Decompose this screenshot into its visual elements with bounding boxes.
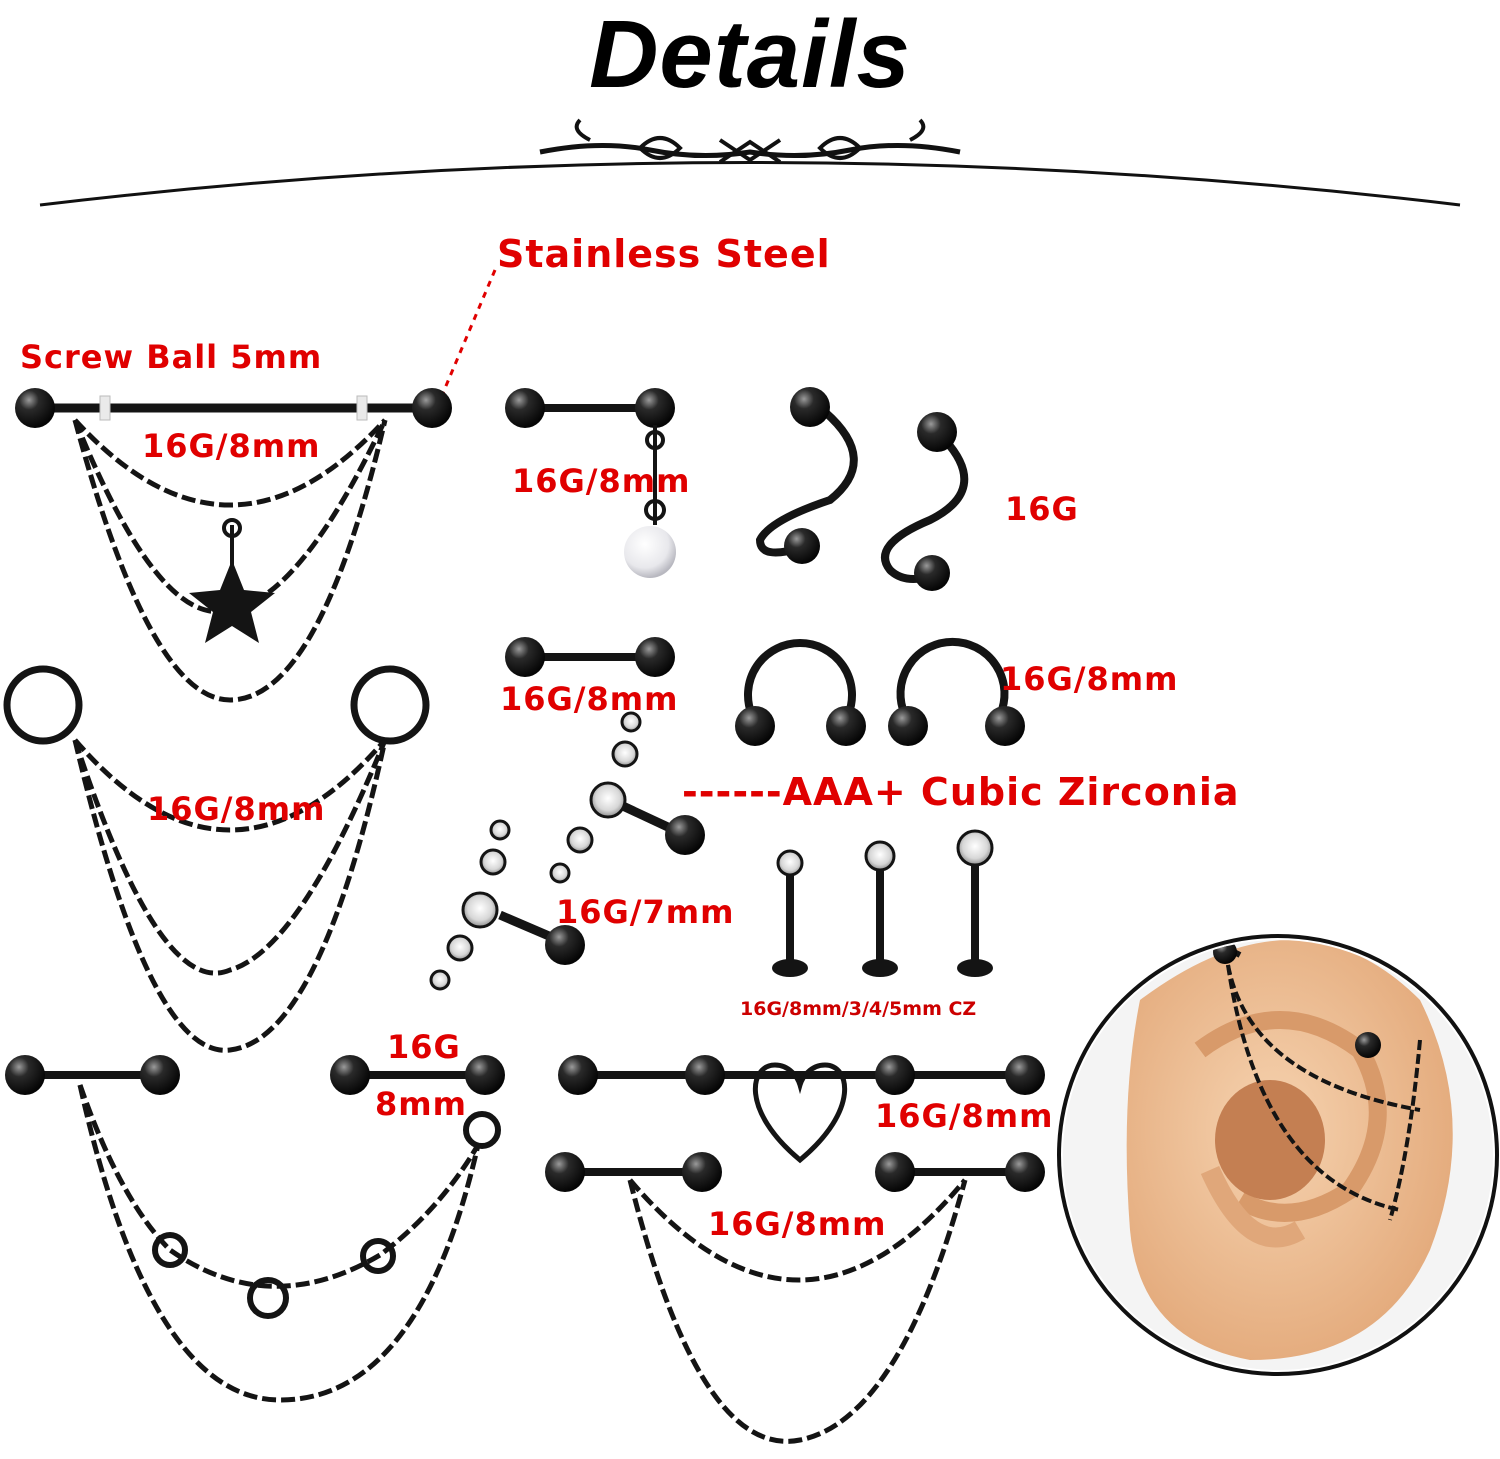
cubic-zirconia-label: ------AAA+ Cubic Zirconia xyxy=(682,770,1240,814)
screw-ball-label: Screw Ball 5mm xyxy=(20,338,323,376)
spiral-size-label: 16G xyxy=(1005,490,1079,528)
spiral-twist-pair xyxy=(755,408,969,583)
ear-model-photo xyxy=(1057,934,1499,1376)
horseshoe-pair xyxy=(744,637,1009,717)
hoop-chain-size-label: 16G/8mm xyxy=(147,790,326,828)
chain-length-label: 8mm xyxy=(375,1085,467,1123)
double-chain-barbell xyxy=(545,1152,1045,1444)
straight-barbell xyxy=(505,637,675,677)
page-title: Details xyxy=(589,1,911,108)
pearl-dangle-size-label: 16G/8mm xyxy=(512,462,691,500)
cz-labret-studs xyxy=(772,829,994,977)
material-label: Stainless Steel xyxy=(497,232,831,276)
pearl-dangle-barbell xyxy=(505,388,676,578)
labret-size-label: 16G/8mm/3/4/5mm CZ xyxy=(740,998,977,1020)
barbell-size-label: 16G/8mm xyxy=(500,680,679,718)
cz-cartilage-climbers xyxy=(429,711,705,991)
horseshoe-size-label: 16G/8mm xyxy=(1000,660,1179,698)
chain-gauge-label: 16G xyxy=(387,1028,461,1066)
industrial-star-size-label: 16G/8mm xyxy=(142,427,321,465)
cz-cartilage-size-label: 16G/7mm xyxy=(556,893,735,931)
double-chain-size-label: 16G/8mm xyxy=(708,1205,887,1243)
heart-barbell xyxy=(558,1055,1045,1164)
heart-barbell-size-label: 16G/8mm xyxy=(875,1097,1054,1135)
ornament-divider xyxy=(39,118,1461,207)
pointer-line xyxy=(438,269,497,401)
industrial-star-chain xyxy=(15,388,452,703)
ring-chain-barbell xyxy=(5,1055,505,1403)
hoop-chain-earrings xyxy=(3,665,430,1053)
